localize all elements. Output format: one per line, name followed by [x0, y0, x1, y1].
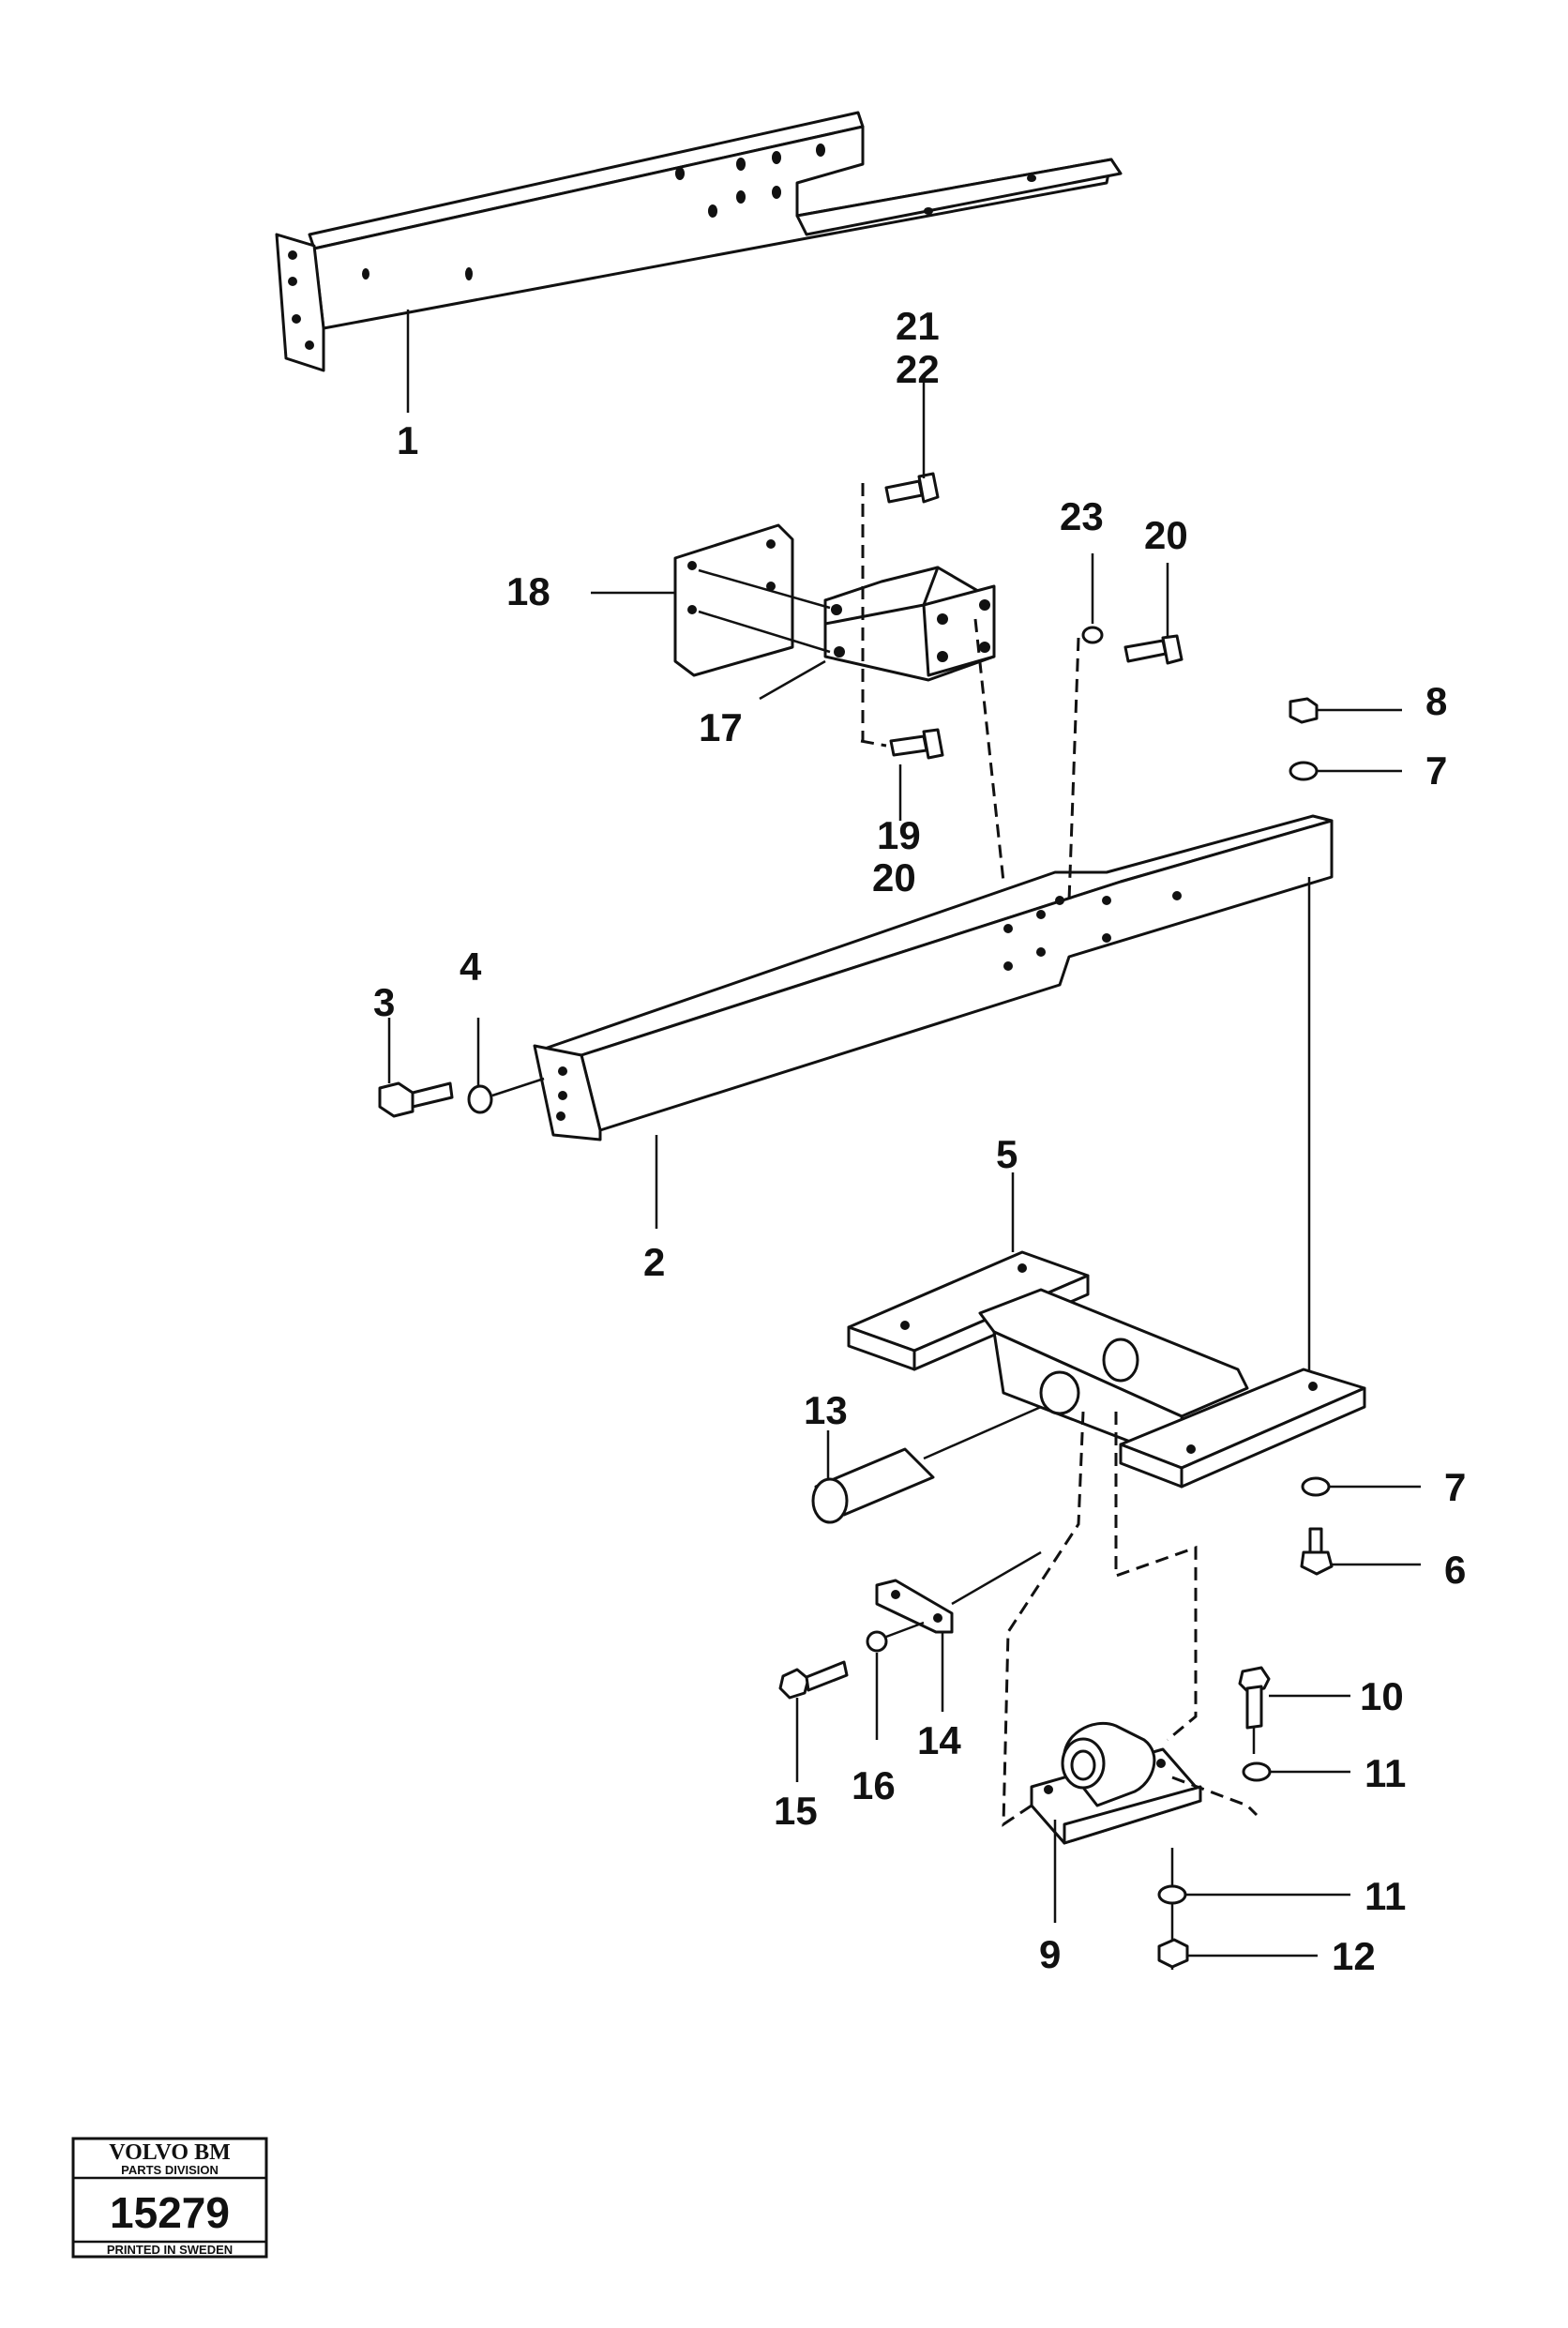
- callout-8: 8: [1425, 679, 1447, 723]
- nut-12: [1157, 1938, 1318, 1969]
- callout-15: 15: [774, 1789, 818, 1833]
- pillow-path-left: [1002, 1411, 1085, 1827]
- callout-23: 23: [1060, 494, 1104, 538]
- pillow-path-right: [1114, 1412, 1198, 1742]
- bolt-20-side: [1123, 563, 1184, 665]
- bolt-15: [778, 1660, 849, 1782]
- part-9-pillow-block: [1030, 1721, 1202, 1923]
- nut-8: [1289, 697, 1402, 724]
- mount-path-rail: [973, 618, 1080, 901]
- callout-1: 1: [397, 418, 418, 462]
- stamp-printed: PRINTED IN SWEDEN: [107, 2243, 233, 2257]
- pillow-path-side: [1171, 1776, 1259, 1817]
- callout-7-top: 7: [1425, 748, 1447, 793]
- callout-10: 10: [1360, 1674, 1404, 1718]
- callout-14: 14: [917, 1718, 961, 1762]
- callout-13: 13: [804, 1388, 848, 1432]
- washer-23: [1081, 553, 1104, 644]
- callout-17: 17: [699, 705, 743, 749]
- washer-7-bottom: [1301, 1476, 1421, 1497]
- part-18-plate: [591, 523, 794, 677]
- callout-9: 9: [1039, 1932, 1061, 1976]
- part-17-bracket: [698, 566, 996, 701]
- callout-22: 22: [896, 347, 940, 391]
- washer-16: [866, 1621, 925, 1740]
- part-14-lock-plate: [875, 1550, 1042, 1712]
- stamp-division: PARTS DIVISION: [121, 2163, 219, 2177]
- callout-7-bottom: 7: [1444, 1465, 1466, 1509]
- part-13-pin: [811, 1405, 1042, 1524]
- parts-division-stamp: VOLVO BM PARTS DIVISION 15279 PRINTED IN…: [71, 2137, 268, 2259]
- callout-19: 19: [877, 813, 921, 857]
- washer-7-top: [1289, 761, 1402, 781]
- callout-3: 3: [373, 980, 395, 1024]
- callout-5: 5: [996, 1132, 1018, 1176]
- bolt-6: [1300, 1527, 1421, 1576]
- part-2-frame-rail: [533, 814, 1334, 1229]
- stamp-brand: VOLVO BM: [109, 2140, 231, 2165]
- bolt-10: [1238, 1666, 1350, 1730]
- callout-21: 21: [896, 304, 940, 348]
- washer-4: [467, 1018, 545, 1114]
- bolt-19-20: [889, 728, 944, 821]
- callout-20-side: 20: [1144, 513, 1188, 557]
- callout-6: 6: [1444, 1548, 1466, 1592]
- washer-11-upper: [1242, 1761, 1350, 1782]
- stamp-number: 15279: [110, 2188, 230, 2237]
- part-1-frame-rail: [275, 111, 1123, 413]
- callout-2: 2: [643, 1240, 665, 1284]
- callout-11-lower: 11: [1364, 1874, 1406, 1918]
- callout-20-lower: 20: [872, 855, 916, 899]
- bolt-21-22: [884, 375, 940, 504]
- callout-12: 12: [1332, 1934, 1376, 1978]
- callout-labels: 1 2 3 4 5 6 7 7 8 9 10 11 11 12 13 14 15…: [373, 304, 1466, 1978]
- callout-18: 18: [506, 569, 550, 613]
- callout-16: 16: [852, 1763, 896, 1807]
- washer-11-lower: [1157, 1884, 1350, 1905]
- part-5-cross-member: [847, 1172, 1366, 1489]
- callout-4: 4: [460, 945, 482, 989]
- mount-path-top: [860, 483, 887, 748]
- bolt-3: [378, 1018, 454, 1118]
- callout-11-upper: 11: [1364, 1751, 1406, 1795]
